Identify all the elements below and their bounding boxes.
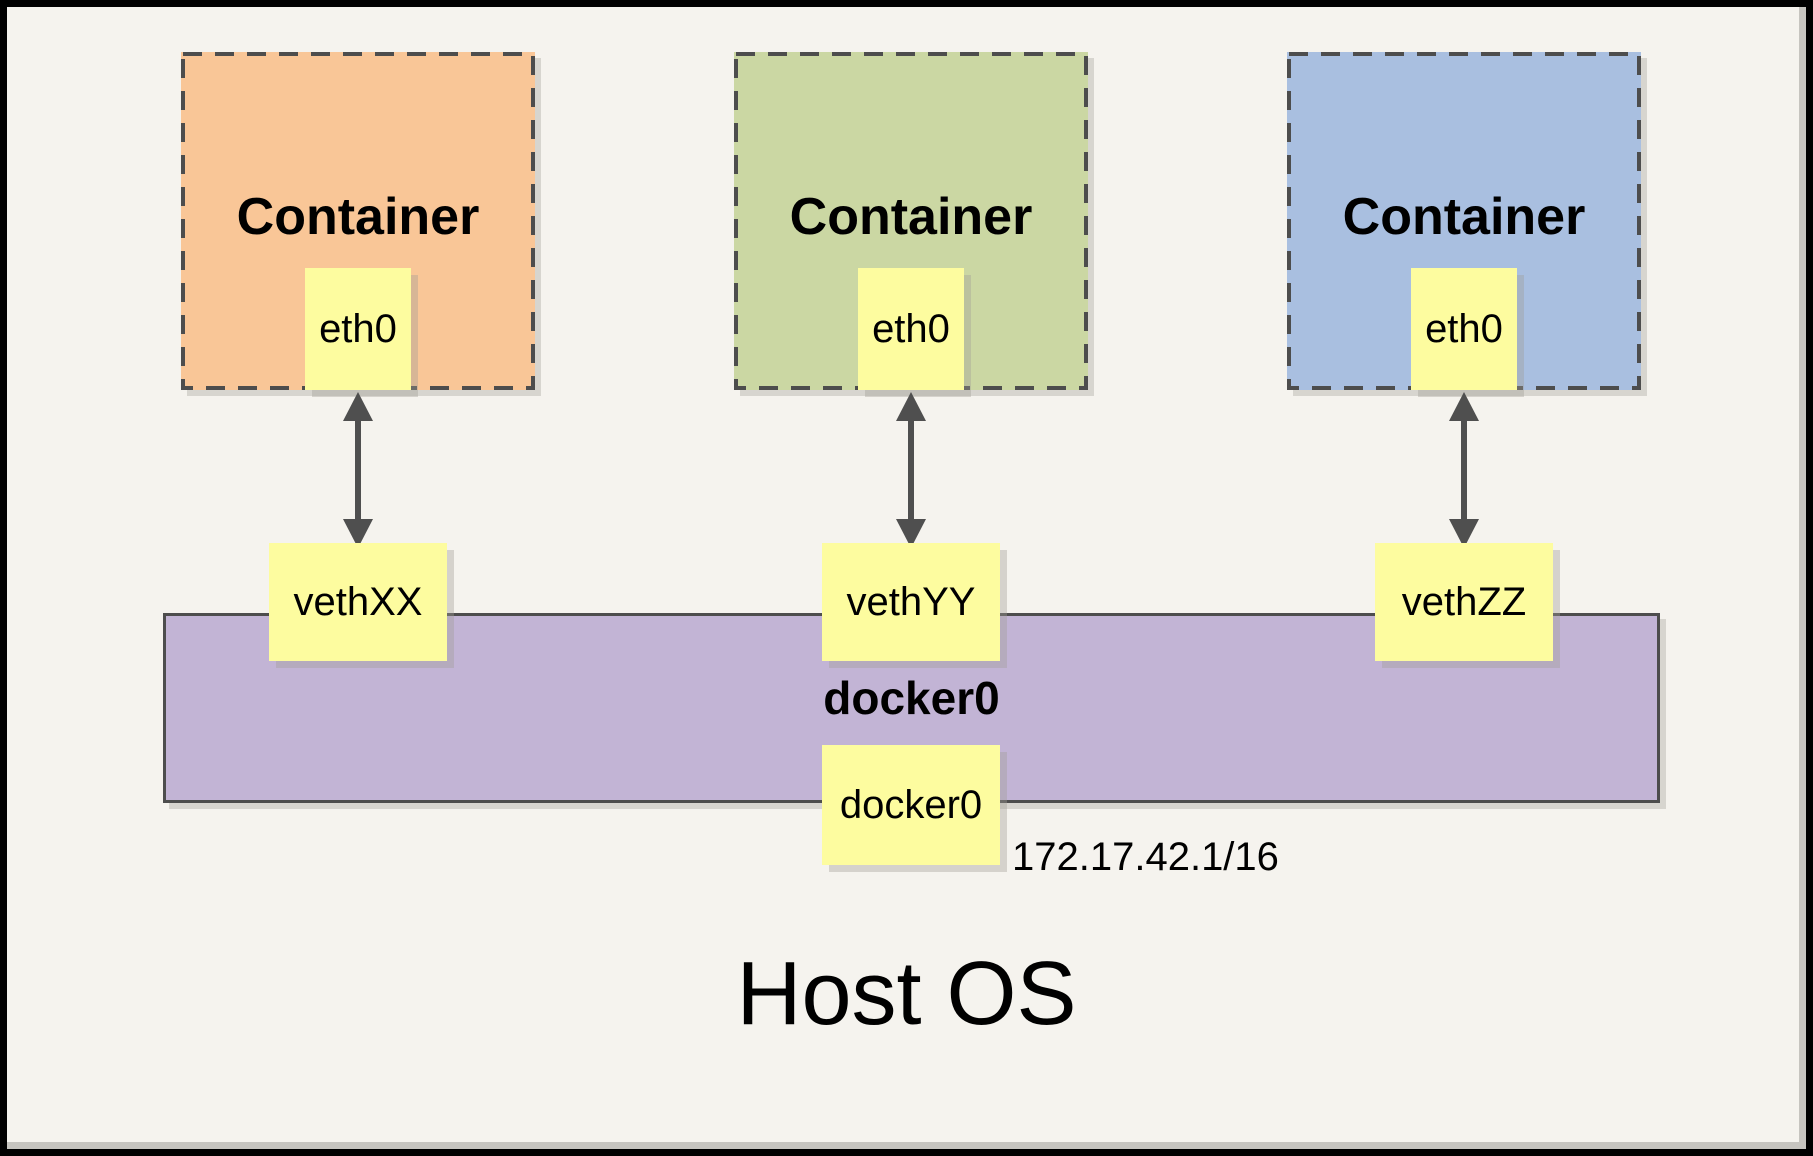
eth0-label: eth0 xyxy=(1425,306,1503,351)
veth-label: vethZZ xyxy=(1401,579,1527,624)
arrow-up-icon xyxy=(343,392,373,421)
arrow-shaft xyxy=(908,417,914,523)
veth-box-2: vethYY xyxy=(822,543,1000,661)
container-label: Container xyxy=(1342,188,1586,246)
veth-box-3: vethZZ xyxy=(1375,543,1553,661)
veth-label: vethYY xyxy=(846,579,976,624)
eth0-interface-box-2: eth0 xyxy=(858,268,964,390)
arrow-shaft xyxy=(1461,417,1467,523)
eth0-interface-box-3: eth0 xyxy=(1411,268,1517,390)
docker0-interface-label: docker0 xyxy=(839,782,983,827)
container-label: Container xyxy=(236,188,480,246)
eth0-label: eth0 xyxy=(872,306,950,351)
host-os-label: Host OS xyxy=(736,944,1077,1044)
bridge-ip-address: 172.17.42.1/16 xyxy=(1012,835,1279,879)
veth-label: vethXX xyxy=(293,579,423,624)
veth-box-1: vethXX xyxy=(269,543,447,661)
arrow-up-icon xyxy=(896,392,926,421)
veth-connection-arrow-1 xyxy=(343,392,373,548)
veth-connection-arrow-2 xyxy=(896,392,926,548)
container-label: Container xyxy=(789,188,1033,246)
arrow-shaft xyxy=(355,417,361,523)
eth0-interface-box-1: eth0 xyxy=(305,268,411,390)
eth0-label: eth0 xyxy=(319,306,397,351)
arrow-up-icon xyxy=(1449,392,1479,421)
docker0-interface-box: docker0 xyxy=(822,745,1000,865)
veth-connection-arrow-3 xyxy=(1449,392,1479,548)
